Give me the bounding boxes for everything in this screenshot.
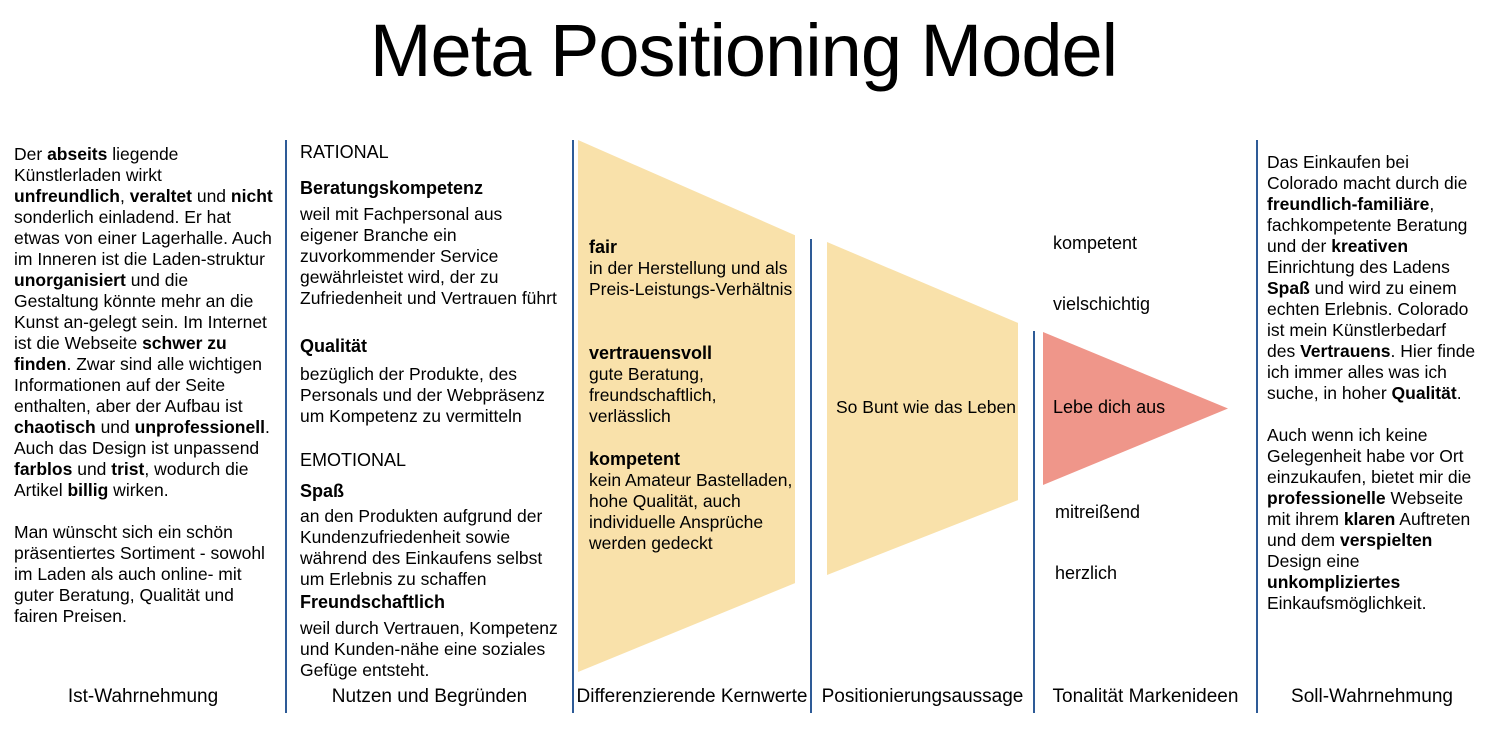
soll-paragraph-1: Das Einkaufen bei Colorado macht durch d… (1267, 152, 1476, 403)
kernwert-vertrauensvoll-body: gute Beratung, freundschaftlich, verläss… (589, 364, 717, 426)
page-title: Meta Positioning Model (369, 9, 1118, 92)
tonalitaet-word-mitreissend: mitreißend (1055, 502, 1141, 522)
nutzen-item-1-title: Beratungskompetenz (300, 178, 484, 198)
tonalitaet-word-vielschichtig: vielschichtig (1053, 294, 1151, 314)
emotional-heading: EMOTIONAL (300, 450, 407, 470)
column-divider-1 (285, 140, 287, 713)
tonalitaet-word-kompetent: kompetent (1053, 233, 1138, 253)
ist-paragraph-1: Der abseits liegende Künstlerladen wirkt… (14, 144, 273, 500)
rational-heading: RATIONAL (300, 142, 389, 162)
kernwert-vertrauensvoll-title: vertrauensvoll (589, 343, 713, 363)
kernwerte-funnel-shape (578, 140, 795, 672)
nutzen-item-3-body: an den Produkten aufgrund der Kundenzufr… (300, 506, 543, 589)
column-divider-2 (572, 140, 574, 713)
kernwert-kompetent-title: kompetent (589, 449, 681, 469)
column-label-positionierungsaussage: Positionierungsaussage (821, 686, 1024, 707)
positioning-statement: So Bunt wie das Leben (836, 397, 1016, 417)
nutzen-item-1-body: weil mit Fachpersonal aus eigener Branch… (300, 204, 557, 308)
ist-wahrnehmung-text: Der abseits liegende Künstlerladen wirkt… (14, 144, 276, 627)
column-divider-3 (810, 239, 812, 713)
kernwert-kompetent-body: kein Amateur Bastelladen, hohe Qualität,… (589, 470, 793, 553)
kernwert-kompetent: kompetent kein Amateur Bastelladen, hohe… (589, 449, 794, 554)
nutzen-item-4-body: weil durch Vertrauen, Kompetenz und Kund… (300, 618, 558, 680)
column-label-nutzen-und-begruenden: Nutzen und Begründen (331, 686, 528, 707)
column-label-tonalitaet-markenideen: Tonalität Markenideen (1052, 686, 1239, 707)
kernwert-fair-body: in der Herstellung und als Preis-Leistun… (589, 258, 793, 299)
nutzen-item-3-title: Spaß (300, 481, 345, 501)
column-label-soll-wahrnehmung: Soll-Wahrnehmung (1291, 686, 1453, 707)
kernwert-vertrauensvoll: vertrauensvoll gute Beratung, freundscha… (589, 343, 794, 427)
tonalitaet-word-herzlich: herzlich (1055, 563, 1118, 583)
column-divider-5 (1256, 140, 1258, 713)
soll-paragraph-2: Auch wenn ich keine Gelegenheit habe vor… (1267, 425, 1472, 613)
column-divider-4 (1033, 331, 1035, 713)
column-label-ist-wahrnehmung: Ist-Wahrnehmung (67, 686, 219, 707)
ist-paragraph-2: Man wünscht sich ein schön präsentiertes… (14, 522, 265, 626)
soll-wahrnehmung-text: Das Einkaufen bei Colorado macht durch d… (1267, 152, 1479, 614)
tonalitaet-arrow-text: Lebe dich aus (1053, 397, 1166, 417)
kernwert-fair-title: fair (589, 237, 618, 257)
column-label-differenzierende-kernwerte: Differenzierende Kernwerte (576, 686, 808, 707)
nutzen-item-4-title: Freundschaftlich (300, 592, 446, 612)
kernwert-fair: fair in der Herstellung und als Preis-Le… (589, 237, 794, 300)
nutzen-item-2-title: Qualität (300, 336, 368, 356)
nutzen-item-2-body: bezüglich der Produkte, des Personals un… (300, 364, 545, 426)
